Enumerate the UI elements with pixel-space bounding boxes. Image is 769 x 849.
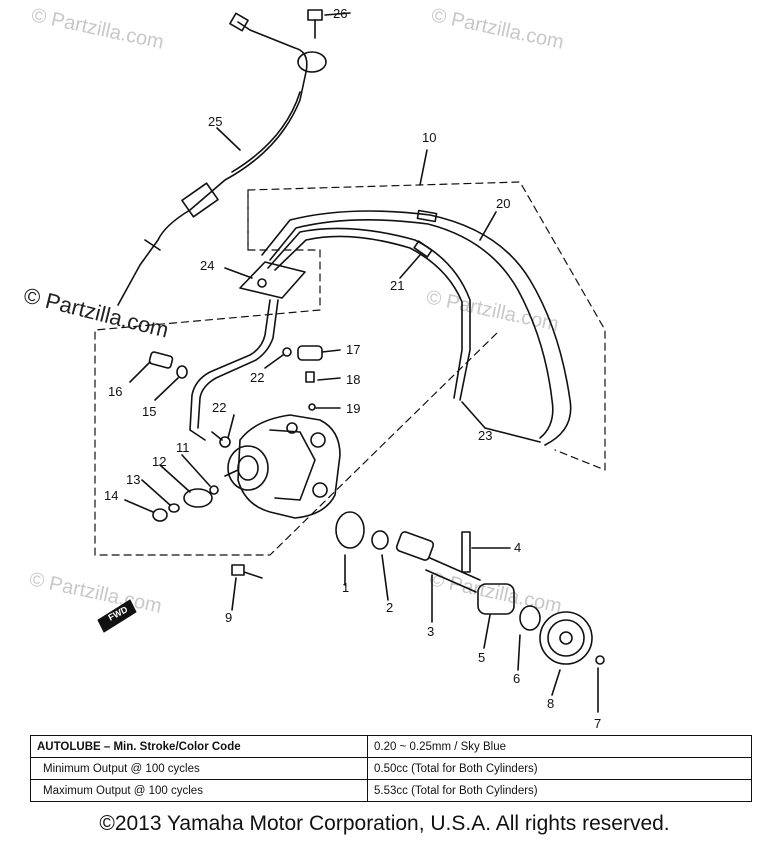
pump-drive-shaft xyxy=(335,511,605,713)
assembly-boundary xyxy=(94,181,606,556)
banjo-fitting xyxy=(264,345,341,411)
callout-7: 7 xyxy=(594,716,601,730)
callout-26: 26 xyxy=(333,6,347,21)
throttle-cable xyxy=(117,12,327,306)
callout-8: 8 xyxy=(547,696,554,711)
spec-row: AUTOLUBE – Min. Stroke/Color Code 0.20 ~… xyxy=(30,735,752,758)
exploded-parts-diagram: FWD 1 2 3 4 5 6 7 8 9 10 11 12 13 14 15 … xyxy=(94,6,606,730)
callout-19: 19 xyxy=(346,401,360,416)
spec-row: Maximum Output @ 100 cycles 5.53cc (Tota… xyxy=(30,779,752,802)
callout-17: 17 xyxy=(346,342,360,357)
callout-18: 18 xyxy=(346,372,360,387)
oil-pump-body xyxy=(211,414,341,519)
callout-3: 3 xyxy=(427,624,434,639)
callout-16: 16 xyxy=(108,384,122,399)
spec-row: Minimum Output @ 100 cycles 0.50cc (Tota… xyxy=(30,757,752,780)
spec-value: 0.20 ~ 0.25mm / Sky Blue xyxy=(367,735,752,758)
callout-4: 4 xyxy=(514,540,521,555)
callout-10: 10 xyxy=(422,130,436,145)
callout-14: 14 xyxy=(104,488,118,503)
callout-13: 13 xyxy=(126,472,140,487)
callout-22-upper: 22 xyxy=(250,370,264,385)
forward-arrow: FWD xyxy=(97,599,137,633)
callout-25: 25 xyxy=(208,114,222,129)
callout-21: 21 xyxy=(390,278,404,293)
callout-1: 1 xyxy=(342,580,349,595)
oil-delivery-pipes xyxy=(261,209,572,446)
spec-label: Maximum Output @ 100 cycles xyxy=(30,779,368,802)
callout-15: 15 xyxy=(142,404,156,419)
bolt-26 xyxy=(307,9,351,39)
bolt-9 xyxy=(231,564,263,611)
spec-label: Minimum Output @ 100 cycles xyxy=(30,757,368,780)
callout-24: 24 xyxy=(200,258,214,273)
callout-5: 5 xyxy=(478,650,485,665)
callout-numbers: 1 2 3 4 5 6 7 8 9 10 11 12 13 14 15 16 1… xyxy=(104,6,601,730)
callout-11: 11 xyxy=(176,440,190,455)
callout-6: 6 xyxy=(513,671,520,686)
spec-label: AUTOLUBE – Min. Stroke/Color Code xyxy=(30,735,368,758)
callout-22-lower: 22 xyxy=(212,400,226,415)
autolube-spec-table: AUTOLUBE – Min. Stroke/Color Code 0.20 ~… xyxy=(30,735,752,802)
callout-leaders xyxy=(216,127,541,443)
spec-value: 5.53cc (Total for Both Cylinders) xyxy=(367,779,752,802)
pipe-clamp xyxy=(224,261,306,299)
callout-12: 12 xyxy=(152,454,166,469)
spec-value: 0.50cc (Total for Both Cylinders) xyxy=(367,757,752,780)
copyright-notice: ©2013 Yamaha Motor Corporation, U.S.A. A… xyxy=(99,812,670,835)
pump-washers xyxy=(124,351,219,522)
callout-23: 23 xyxy=(478,428,492,443)
callout-2: 2 xyxy=(386,600,393,615)
callout-20: 20 xyxy=(496,196,510,211)
oil-hose xyxy=(189,299,279,441)
callout-9: 9 xyxy=(225,610,232,625)
